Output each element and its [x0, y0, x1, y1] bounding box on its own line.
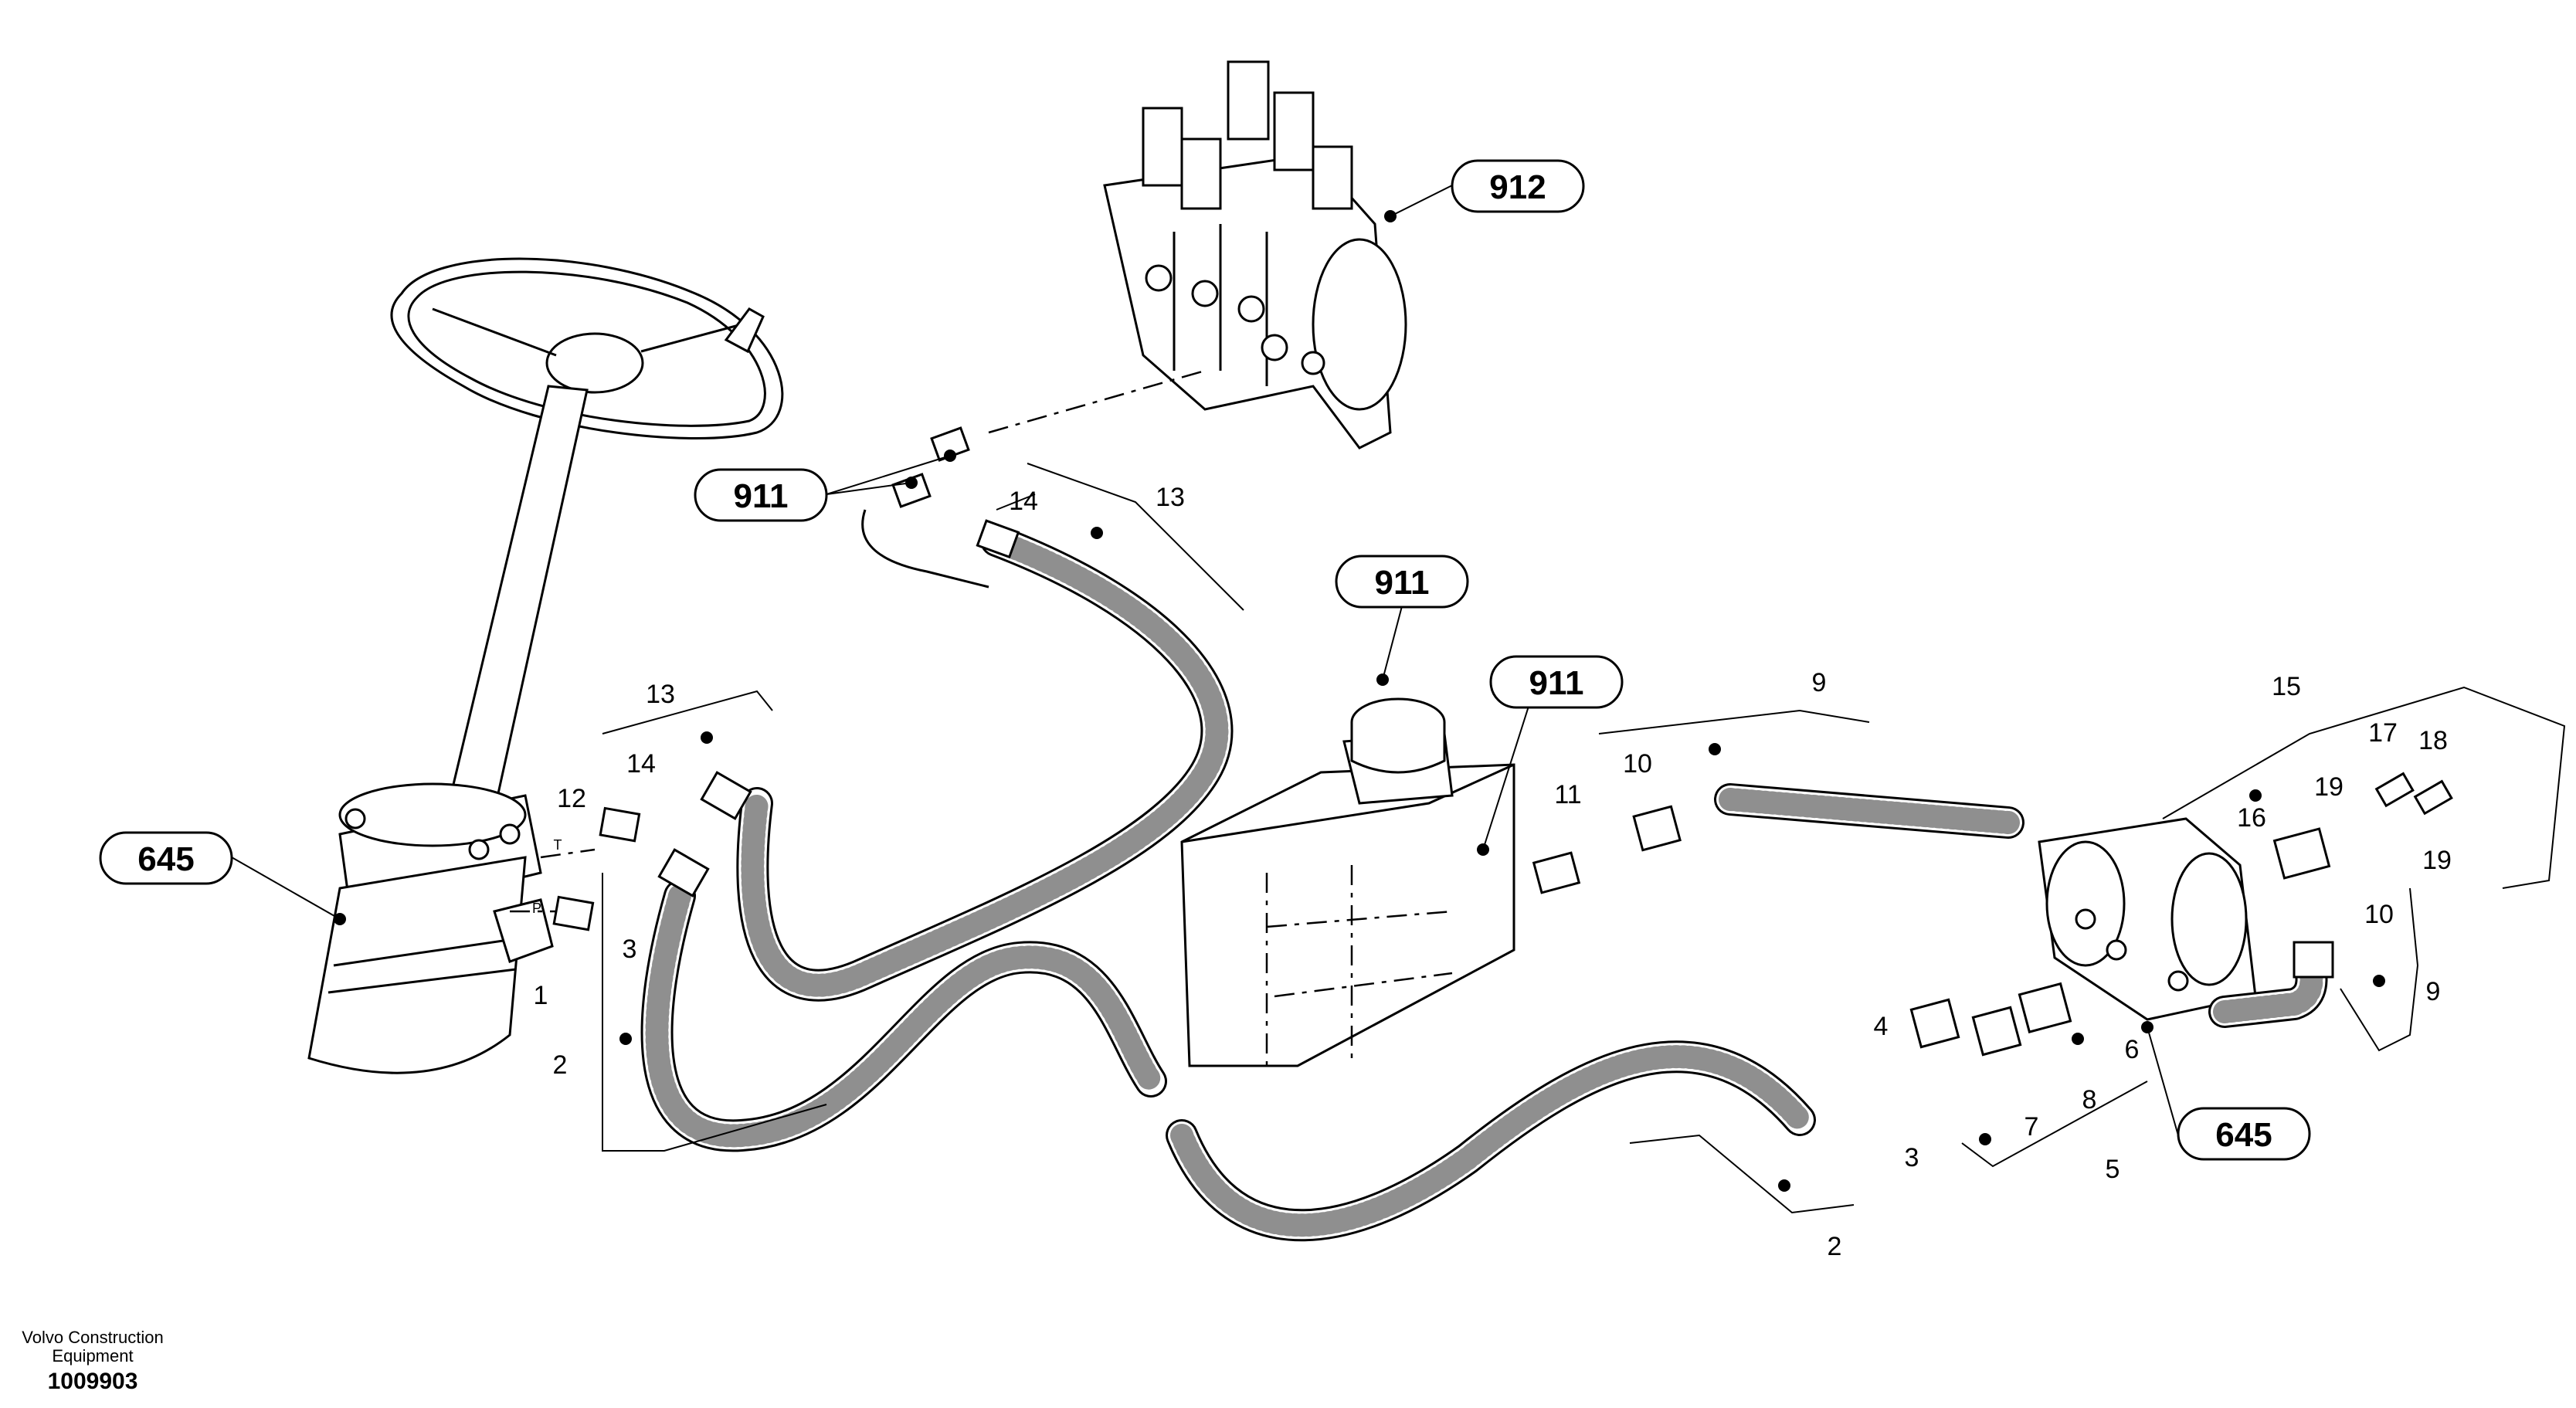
- callout-645-pump-label: 645: [2215, 1116, 2272, 1154]
- item-7: 7: [2024, 1112, 2039, 1142]
- callout-911-tank-cap: 911: [1335, 555, 1469, 609]
- steering-column: [446, 385, 589, 813]
- company-line-2: Equipment: [52, 1346, 134, 1366]
- fittings: [552, 426, 2453, 1057]
- control-valve-block: [1103, 60, 1407, 450]
- item-15: 15: [2272, 672, 2301, 701]
- item-2-right: 2: [1828, 1232, 1842, 1261]
- company-line-1: Volvo Construction: [22, 1328, 164, 1347]
- item-16: 16: [2237, 803, 2266, 833]
- item-5: 5: [2106, 1155, 2120, 1184]
- item-13-left: 13: [646, 680, 675, 709]
- callout-645-steering-label: 645: [137, 840, 194, 878]
- hoses: [640, 524, 2328, 1242]
- reference-dots: [334, 210, 2385, 1192]
- footer-company: Volvo Construction Equipment: [15, 1328, 170, 1366]
- callout-911-fitting: 911: [694, 468, 828, 522]
- callout-911-tank-cap-label: 911: [1375, 564, 1430, 602]
- callout-911-tank-fitting: 911: [1489, 655, 1624, 709]
- doc-number: 1009903: [47, 1369, 138, 1394]
- callout-911-fitting-label: 911: [734, 477, 789, 515]
- item-19-lower: 19: [2422, 846, 2452, 875]
- item-4: 4: [1874, 1012, 1889, 1041]
- item-1: 1: [534, 981, 548, 1010]
- gear-pump: [2038, 817, 2257, 1021]
- item-9-right: 9: [2426, 977, 2441, 1006]
- item-14-upper: 14: [1009, 487, 1038, 516]
- callout-911-tank-fitting-label: 911: [1529, 664, 1584, 702]
- port-mark-t: T: [554, 837, 562, 853]
- item-12: 12: [557, 784, 586, 813]
- item-13-upper: 13: [1156, 483, 1185, 512]
- item-3-left: 3: [623, 935, 637, 964]
- item-8: 8: [2082, 1085, 2097, 1115]
- callout-912-label: 912: [1489, 168, 1546, 206]
- item-9-upper: 9: [1812, 668, 1827, 697]
- item-numbers: 1 2 2 3 3 4 5 6 7 8 9 9 10 10 11 12 13 1…: [532, 483, 2452, 1261]
- item-17: 17: [2368, 718, 2398, 748]
- callout-645-pump: 645: [2177, 1107, 2311, 1161]
- item-19-upper: 19: [2314, 772, 2344, 802]
- item-14-left: 14: [626, 749, 656, 779]
- item-6: 6: [2125, 1035, 2140, 1064]
- steering-unit: [307, 782, 554, 1074]
- item-11: 11: [1554, 780, 1581, 809]
- item-10-upper: 10: [1623, 749, 1652, 779]
- item-3-right: 3: [1905, 1143, 1919, 1172]
- steering-wheel: [390, 257, 784, 439]
- port-mark-p: P: [532, 901, 541, 916]
- item-18: 18: [2418, 726, 2448, 755]
- leader-lines: [231, 185, 2566, 1214]
- callout-912: 912: [1451, 159, 1585, 213]
- callout-645-steering: 645: [99, 831, 233, 885]
- item-10-right: 10: [2364, 900, 2394, 929]
- hydraulic-tank: [1180, 697, 1515, 1067]
- item-2-left: 2: [553, 1050, 568, 1080]
